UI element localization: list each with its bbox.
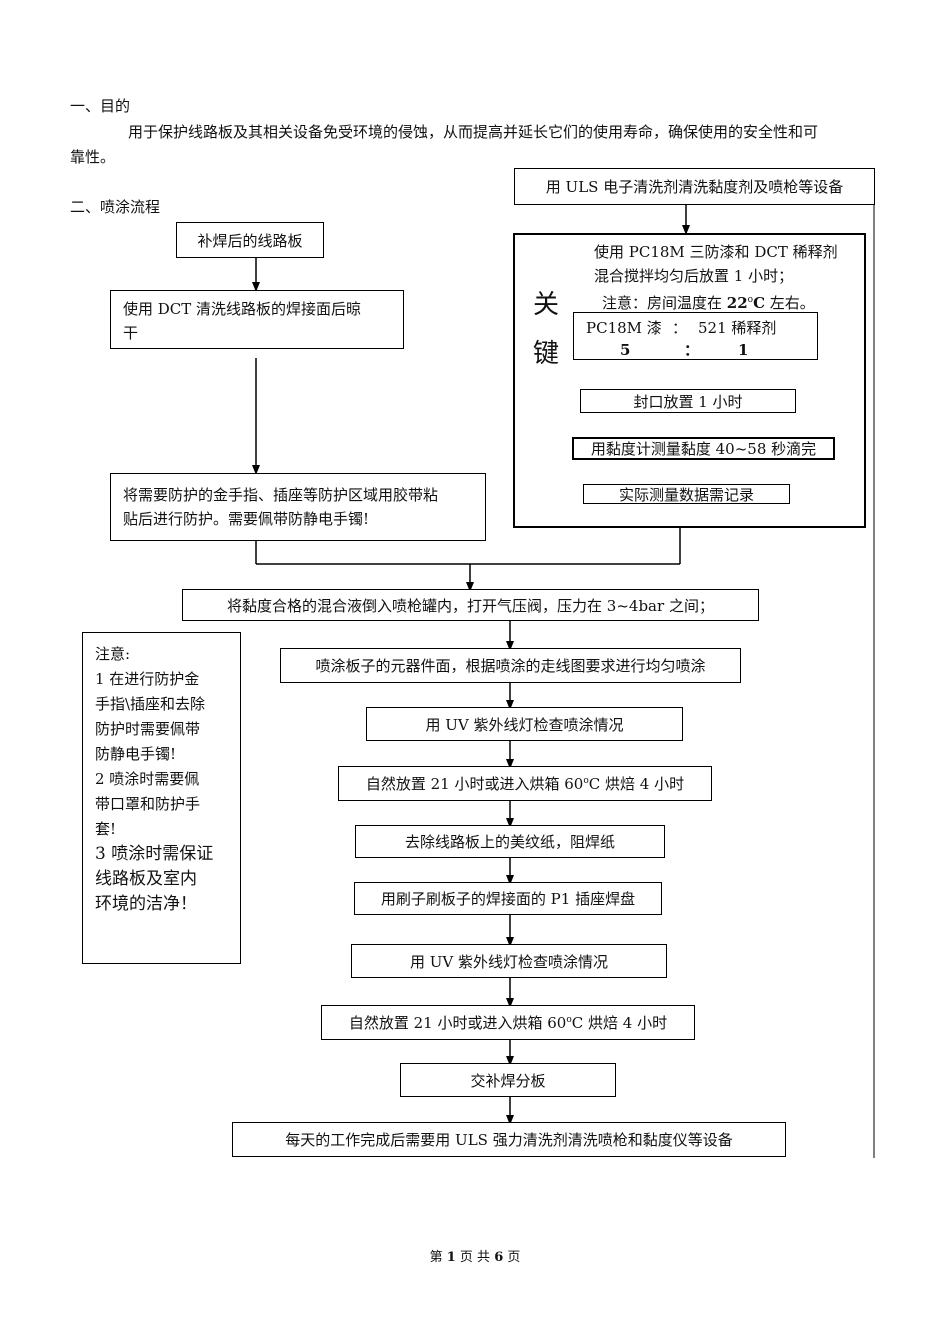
notes-line-3: 防护时需要佩带 [95, 720, 201, 738]
step-pour-mixture: 将黏度合格的混合液倒入喷枪罐内，打开气压阀，压力在 3~4bar 之间； [182, 589, 759, 621]
step-measure-viscosity: 用黏度计测量黏度 40~58 秒滴完 [572, 437, 835, 460]
step-spray-components: 喷涂板子的元器件面，根据喷涂的走线图要求进行均匀喷涂 [280, 648, 741, 683]
step-cure-1: 自然放置 21 小时或进入烘箱 60oC 烘焙 4 小时 [338, 766, 712, 801]
step-remove-tape-label: 去除线路板上的美纹纸，阻焊纸 [404, 833, 615, 851]
step-uv-check-2-label: 用 UV 紫外线灯检查喷涂情况 [409, 952, 608, 971]
step-dct-clean: 使用 DCT 清洗线路板的焊接面后晾 干 [110, 290, 404, 349]
notes-line-8: 3 喷涂时需保证 [95, 844, 214, 864]
step-dct-clean-line1: 使用 DCT 清洗线路板的焊接面后晾 [123, 300, 362, 318]
step-uv-check-1-label: 用 UV 紫外线灯检查喷涂情况 [425, 715, 624, 734]
step-seal-1h-label: 封口放置 1 小时 [633, 392, 743, 411]
ratio-box: PC18M 漆 ： 521 稀释剂 5 ： 1 [573, 312, 818, 360]
section1-body-line2: 靠性。 [70, 148, 116, 166]
step-record-data-label: 实际测量数据需记录 [618, 485, 754, 504]
step-handover-label: 交补焊分板 [470, 1071, 546, 1090]
section1-heading: 一、目的 [70, 97, 131, 115]
section2-heading: 二、喷涂流程 [70, 198, 161, 216]
step-measure-viscosity-label: 用黏度计测量黏度 40~58 秒滴完 [590, 440, 817, 458]
mix-line2: 混合搅拌均匀后放置 1 小时； [594, 267, 794, 285]
step-pour-mixture-label: 将黏度合格的混合液倒入喷枪罐内，打开气压阀，压力在 3~4bar 之间； [227, 596, 714, 615]
notes-line-4: 防静电手镯! [95, 745, 177, 763]
mix-line3-unit: C [753, 294, 766, 312]
page-footer: 第 1 页 共 6 页 [0, 1249, 950, 1267]
notes-line-1: 1 在进行防护金 [95, 670, 200, 688]
step-dct-clean-line2: 干 [123, 324, 139, 342]
step-cure-2-label: 自然放置 21 小时或进入烘箱 60oC 烘焙 4 小时 [349, 1012, 667, 1033]
mix-line1: 使用 PC18M 三防漆和 DCT 稀释剂 [594, 243, 838, 261]
step-uv-check-2: 用 UV 紫外线灯检查喷涂情况 [351, 944, 667, 978]
step-repaired-board: 补焊后的线路板 [176, 222, 324, 258]
step-cure-1-prefix: 自然放置 21 小时或进入烘箱 60 [365, 775, 584, 793]
step-cure-2-prefix: 自然放置 21 小时或进入烘箱 60 [348, 1014, 567, 1032]
ratio-value-a: 5 [620, 341, 631, 359]
ratio-value-b: 1 [738, 341, 749, 359]
step-uls-clean-tools-label: 用 ULS 电子清洗剂清洗黏度剂及喷枪等设备 [545, 178, 844, 196]
notes-title: 注意: [95, 645, 131, 663]
section1-body-line1: 用于保护线路板及其相关设备免受环境的侵蚀，从而提高并延长它们的使用寿命，确保使用… [128, 123, 819, 141]
key-label-char1: 关 [533, 290, 560, 320]
key-label-char2: 键 [533, 339, 560, 369]
ratio-label-a: PC18M 漆 [586, 319, 662, 337]
notes-line-10: 环境的洁净！ [95, 894, 197, 914]
mix-line3-prefix: 注意：房间温度在 [602, 294, 727, 312]
step-spray-components-label: 喷涂板子的元器件面，根据喷涂的走线图要求进行均匀喷涂 [315, 657, 706, 675]
step-cure-2-suffix: C 烘焙 4 小时 [571, 1014, 668, 1032]
ratio-colon-2: ： [684, 341, 700, 359]
mix-instructions: 使用 PC18M 三防漆和 DCT 稀释剂 混合搅拌均匀后放置 1 小时； 注意… [594, 240, 838, 315]
footer-page-num: 1 [446, 1250, 456, 1265]
step-repaired-board-label: 补焊后的线路板 [197, 231, 303, 250]
step-brush-p1: 用刷子刷板子的焊接面的 P1 插座焊盘 [354, 882, 662, 915]
step-cure-1-label: 自然放置 21 小时或进入烘箱 60oC 烘焙 4 小时 [366, 773, 684, 794]
footer-suffix: 页 [507, 1250, 521, 1265]
step-brush-p1-label: 用刷子刷板子的焊接面的 P1 插座焊盘 [380, 890, 636, 908]
step-uls-clean-tools: 用 ULS 电子清洗剂清洗黏度剂及喷枪等设备 [514, 168, 875, 205]
notes-line-9: 线路板及室内 [95, 869, 197, 889]
step-handover: 交补焊分板 [400, 1063, 616, 1097]
step-remove-tape: 去除线路板上的美纹纸，阻焊纸 [355, 825, 665, 858]
step-cure-2-degree: o [566, 1015, 572, 1025]
step-seal-1h: 封口放置 1 小时 [580, 389, 796, 413]
notes-box: 注意: 1 在进行防护金 手指\插座和去除 防护时需要佩带 防静电手镯! 2 喷… [82, 632, 241, 964]
mix-line3-degree: o [747, 295, 754, 305]
ratio-label-b: 521 稀释剂 [698, 319, 777, 337]
mix-line3-temp: 22 [726, 294, 748, 312]
step-daily-cleaning: 每天的工作完成后需要用 ULS 强力清洗剂清洗喷枪和黏度仪等设备 [232, 1122, 786, 1157]
step-daily-cleaning-label: 每天的工作完成后需要用 ULS 强力清洗剂清洗喷枪和黏度仪等设备 [285, 1131, 733, 1149]
notes-line-5: 2 喷涂时需要佩 [95, 770, 200, 788]
notes-line-2: 手指\插座和去除 [95, 695, 206, 713]
notes-line-7: 套! [95, 820, 117, 838]
step-tape-protection-line1: 将需要防护的金手指、插座等防护区域用胶带粘 [123, 486, 439, 504]
footer-mid: 页 共 [459, 1250, 491, 1265]
mix-line3-suffix: 左右。 [765, 294, 815, 312]
step-uv-check-1: 用 UV 紫外线灯检查喷涂情况 [366, 707, 683, 741]
footer-page-total: 6 [494, 1250, 504, 1265]
mix-line3: 注意：房间温度在 22oC 左右。 [594, 288, 838, 315]
notes-line-6: 带口罩和防护手 [95, 795, 201, 813]
key-section-frame [513, 233, 866, 528]
step-cure-2: 自然放置 21 小时或进入烘箱 60oC 烘焙 4 小时 [321, 1005, 695, 1040]
step-tape-protection: 将需要防护的金手指、插座等防护区域用胶带粘 贴后进行防护。需要佩带防静电手镯! [110, 473, 486, 541]
step-tape-protection-line2: 贴后进行防护。需要佩带防静电手镯! [123, 510, 370, 528]
step-record-data: 实际测量数据需记录 [583, 484, 790, 504]
step-cure-1-degree: o [583, 776, 589, 786]
step-cure-1-suffix: C 烘焙 4 小时 [588, 775, 685, 793]
ratio-colon: ： [672, 319, 688, 337]
footer-prefix: 第 [429, 1250, 443, 1265]
